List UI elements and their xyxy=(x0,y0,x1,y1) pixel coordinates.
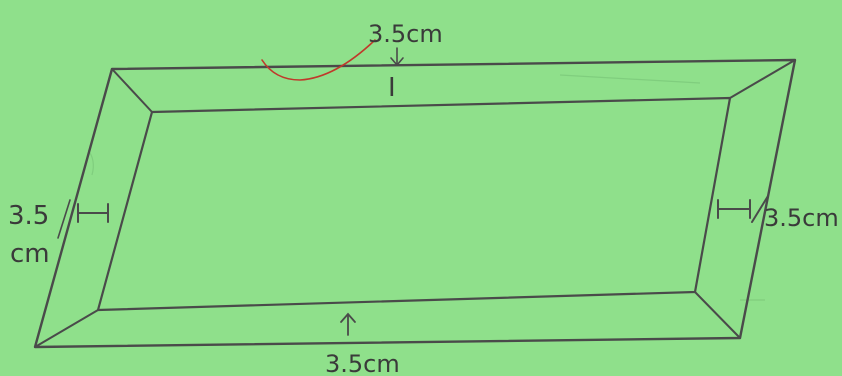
faint-marks xyxy=(87,74,765,301)
top-tick-mark: I xyxy=(388,73,396,103)
inner-parallelogram xyxy=(96,96,732,312)
outer-parallelogram xyxy=(33,58,797,349)
right-width-marker-icon xyxy=(717,195,769,223)
bevel-bottom-left xyxy=(34,309,99,348)
bevel-top-left xyxy=(111,68,153,113)
corner-bevels xyxy=(34,59,796,348)
left-dimension-unit: cm xyxy=(10,239,50,269)
bottom-arrow-icon xyxy=(340,312,356,336)
right-dimension-label: 3.5cm xyxy=(764,204,839,232)
left-label-slash xyxy=(57,199,71,239)
red-pen-curve xyxy=(261,39,376,81)
left-dimension-number: 3.5 xyxy=(8,201,49,231)
bevel-top-right xyxy=(729,59,796,99)
left-width-marker-icon xyxy=(77,203,109,223)
top-arrow-icon xyxy=(390,47,404,67)
bevel-bottom-right xyxy=(694,291,741,339)
bottom-dimension-label: 3.5cm xyxy=(325,350,400,376)
top-dimension-label: 3.5cm xyxy=(368,20,443,48)
